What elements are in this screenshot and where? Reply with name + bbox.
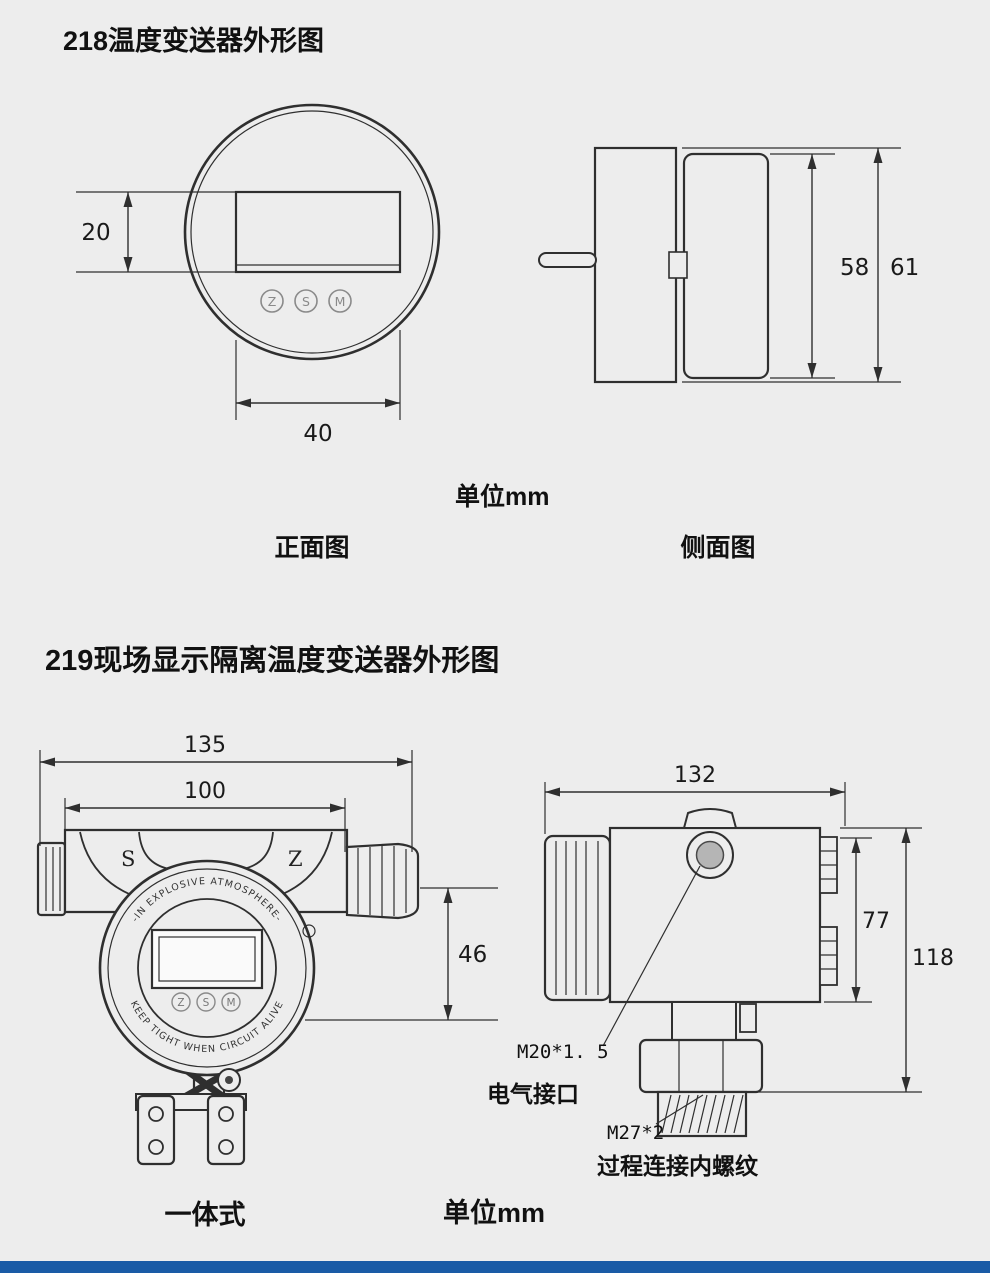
transmitter-218-side-view: 58 61 — [538, 146, 919, 384]
mounting-tab-left — [136, 1094, 176, 1166]
dimension-body-width: 100 — [64, 779, 346, 852]
cover-middle-ring — [107, 868, 307, 1068]
dimension-overall-width: 135 — [39, 733, 413, 852]
terminal-fin-bottom-lines — [820, 940, 837, 970]
dim-58-value: 58 — [840, 255, 869, 281]
housing-cover — [682, 152, 770, 380]
thread-hatching — [661, 1094, 744, 1134]
dimension-display-height: 20 — [76, 191, 240, 273]
button-m-label: M — [335, 294, 346, 309]
button-z-219-label: Z — [177, 997, 184, 1009]
transmitter-219-side-view: 132 77 118 M20*1. 5 电气接口 M27*2 过程连接内螺纹 — [487, 763, 954, 1179]
process-neck — [671, 1001, 737, 1041]
process-thread-label: 过程连接内螺纹 — [597, 1153, 759, 1179]
dimension-overall-height-118: 118 — [748, 827, 954, 1093]
neck-side-tab — [739, 1003, 757, 1033]
footer-accent-bar — [0, 1261, 990, 1273]
button-z — [260, 289, 284, 313]
transmitter-219-front-view: S Z -IN EXPLOSIVE ATMOSPHERE- KEEP TIGHT… — [36, 733, 498, 1166]
cable-gland-ribs — [357, 846, 407, 916]
dim-100-value: 100 — [184, 779, 226, 804]
dimension-height-46: 46 — [305, 887, 498, 1021]
section-218-title: 218温度变送器外形图 — [63, 25, 324, 56]
button-s-219-label: S — [203, 997, 210, 1009]
threaded-stub — [656, 1090, 748, 1138]
transmitter-218-front-view: Z S M 20 40 — [76, 103, 441, 447]
cover-inner-ring — [137, 898, 277, 1038]
button-s-219 — [196, 992, 216, 1012]
dimension-overall-height: 61 — [682, 147, 919, 383]
cover-clamp-screw — [302, 924, 316, 938]
left-end-cap-ribs — [45, 847, 61, 911]
section-219-title: 219现场显示隔离温度变送器外形图 — [45, 643, 499, 677]
electrical-entry-hole — [695, 840, 725, 870]
mounting-hole — [148, 1106, 164, 1122]
bracket-pivot-bolt-center — [225, 1076, 233, 1084]
dimension-width-132: 132 — [544, 763, 846, 834]
hex-nut-flats — [678, 1040, 724, 1092]
integrated-type-caption: 一体式 — [165, 1200, 246, 1230]
dim-61-value: 61 — [890, 255, 919, 281]
dimension-body-height-77: 77 — [824, 837, 890, 1003]
leader-process-thread — [655, 1094, 704, 1125]
dimension-display-width: 40 — [235, 330, 401, 447]
lcd-display-219-inner — [158, 936, 256, 982]
bezel-inner-circle — [190, 110, 434, 354]
side-view-caption-218: 侧面图 — [680, 533, 755, 562]
mounting-tab-right — [206, 1094, 246, 1166]
mark-s: S — [121, 847, 135, 871]
process-thread-spec: M27*2 — [607, 1122, 664, 1144]
mounting-hole — [148, 1139, 164, 1155]
dim-132-value: 132 — [674, 763, 716, 788]
terminal-fin-bottom — [819, 926, 838, 986]
button-m-219-label: M — [226, 997, 235, 1009]
left-ribbed-cap — [543, 834, 612, 1002]
electrical-thread-spec: M20*1. 5 — [517, 1041, 609, 1063]
electrical-port-label: 电气接口 — [487, 1081, 579, 1107]
dim-118-value: 118 — [912, 946, 954, 971]
mounting-hole — [218, 1106, 234, 1122]
mounting-hole — [218, 1139, 234, 1155]
left-end-cap — [36, 841, 67, 917]
dim-46-value: 46 — [458, 942, 487, 968]
dimension-cover-height: 58 — [770, 153, 869, 379]
button-s-label: S — [302, 294, 310, 309]
unit-label-219: 单位mm — [443, 1197, 545, 1228]
terminal-fin-top-lines — [820, 850, 837, 880]
lcd-display — [234, 190, 402, 274]
button-m — [328, 289, 352, 313]
conduit-dome — [682, 808, 738, 829]
button-z-label: Z — [268, 294, 277, 309]
leader-electrical-entry — [602, 865, 701, 1047]
housing-body — [593, 146, 678, 384]
dim-20-value: 20 — [81, 220, 110, 246]
unit-label-218: 单位mm — [455, 482, 549, 511]
button-z-219 — [171, 992, 191, 1012]
connector-boss — [668, 251, 688, 279]
button-s — [294, 289, 318, 313]
dim-40-value: 40 — [303, 421, 332, 447]
dim-77-value: 77 — [862, 909, 890, 934]
lcd-display-219 — [150, 928, 264, 990]
hex-nut — [638, 1038, 764, 1094]
sensor-probe — [538, 252, 597, 268]
front-view-caption-218: 正面图 — [274, 534, 349, 562]
mark-z: Z — [288, 847, 303, 871]
left-ribbed-cap-ribs — [555, 841, 599, 995]
button-m-219 — [221, 992, 241, 1012]
dim-135-value: 135 — [184, 733, 226, 758]
